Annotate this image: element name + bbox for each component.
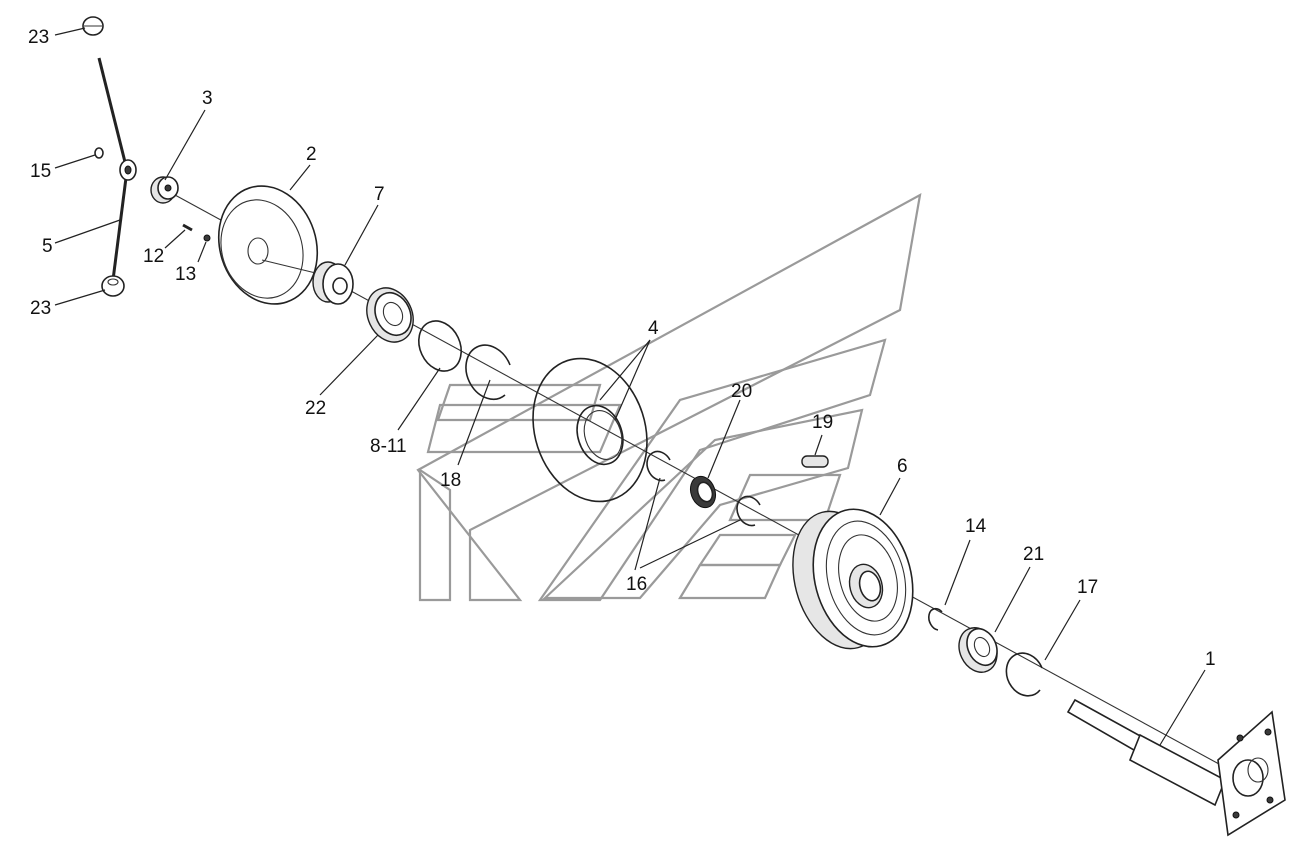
- label-12: 12: [143, 246, 164, 267]
- part-labels: 23 3 2 15 7 5 12 13 23 4 20 22 19 8-11 6…: [28, 27, 1216, 670]
- circlip-16b-part: [736, 495, 761, 527]
- label-20: 20: [731, 381, 752, 402]
- label-18: 18: [440, 470, 461, 491]
- label-5: 5: [42, 236, 53, 257]
- label-1: 1: [1205, 649, 1216, 670]
- label-21: 21: [1023, 544, 1044, 565]
- label-15: 15: [30, 161, 51, 182]
- shaft-part: [1066, 698, 1286, 837]
- label-4: 4: [648, 318, 659, 339]
- background-watermark-logo: [416, 192, 922, 602]
- flange-hub-part: [312, 261, 354, 305]
- circlip-17-part: [1005, 652, 1043, 697]
- knob-top-part: [82, 16, 104, 36]
- snap-ring-14-part: [928, 607, 943, 631]
- bearing-21-part: [958, 627, 998, 673]
- label-23-bottom: 23: [30, 298, 51, 319]
- label-17: 17: [1077, 577, 1098, 598]
- circlip-16a-part: [646, 450, 671, 482]
- handwheel-part: [217, 185, 329, 305]
- knob-bottom-part: [101, 275, 125, 297]
- label-3: 3: [202, 88, 213, 109]
- circlip-18-part: [465, 344, 511, 400]
- shim-ring-part: [418, 320, 462, 372]
- label-7: 7: [374, 184, 385, 205]
- label-2: 2: [306, 144, 317, 165]
- leader-lines: [54, 27, 1206, 746]
- label-8-11: 8-11: [370, 436, 407, 457]
- key-19-part: [801, 455, 829, 468]
- pulley-part: [792, 508, 914, 650]
- hub-part: [150, 176, 179, 204]
- handle-rod-part: [97, 57, 137, 281]
- label-14: 14: [965, 516, 987, 537]
- label-23-top: 23: [28, 27, 49, 48]
- seal-20-part: [689, 475, 717, 509]
- bearing-22-part: [366, 287, 414, 343]
- label-6: 6: [897, 456, 908, 477]
- screw-and-nut-part: [182, 223, 211, 242]
- label-22: 22: [305, 398, 326, 419]
- disc-part: [532, 357, 648, 503]
- label-16: 16: [626, 574, 647, 595]
- label-19: 19: [812, 412, 833, 433]
- label-13: 13: [175, 264, 196, 285]
- snap-ring-15-part: [94, 147, 104, 159]
